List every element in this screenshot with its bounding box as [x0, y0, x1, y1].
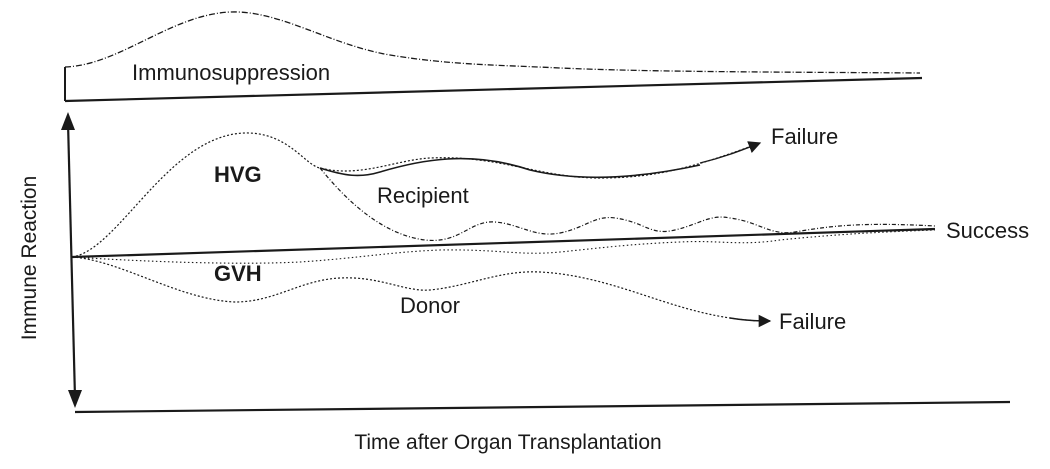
failure-top-label: Failure [771, 124, 838, 149]
y-axis-arrow-up [61, 112, 75, 130]
y-axis-label: Immune Reaction [18, 176, 41, 341]
hvg-failure-arrow [699, 141, 762, 164]
gvh-failure-arrow [729, 314, 772, 328]
baseline [71, 227, 936, 259]
immunosuppression-label: Immunosuppression [132, 60, 330, 85]
donor-label: Donor [400, 293, 460, 318]
y-axis-arrow-down [68, 390, 82, 408]
x-axis-label: Time after Organ Transplantation [354, 431, 661, 454]
success-label: Success [946, 218, 1029, 243]
hvg-curve [71, 132, 761, 258]
y-axis-line [66, 121, 77, 399]
failure-bottom-label: Failure [779, 309, 846, 334]
recipient-solid-curve [319, 157, 701, 178]
gvh-label: GVH [214, 261, 262, 286]
recipient-label: Recipient [377, 183, 469, 208]
hvg-label: HVG [214, 162, 262, 187]
gvh-curve [71, 256, 761, 322]
immunosuppression-panel: Immunosuppression [64, 11, 923, 103]
immunosuppression-curve [64, 11, 921, 74]
recipient-oscillation-curve [319, 167, 936, 242]
immunosuppression-baseline [64, 76, 923, 103]
y-axis: Immune Reaction [18, 112, 82, 408]
donor-oscillation-curve [71, 229, 936, 264]
x-axis-line [74, 400, 1011, 414]
